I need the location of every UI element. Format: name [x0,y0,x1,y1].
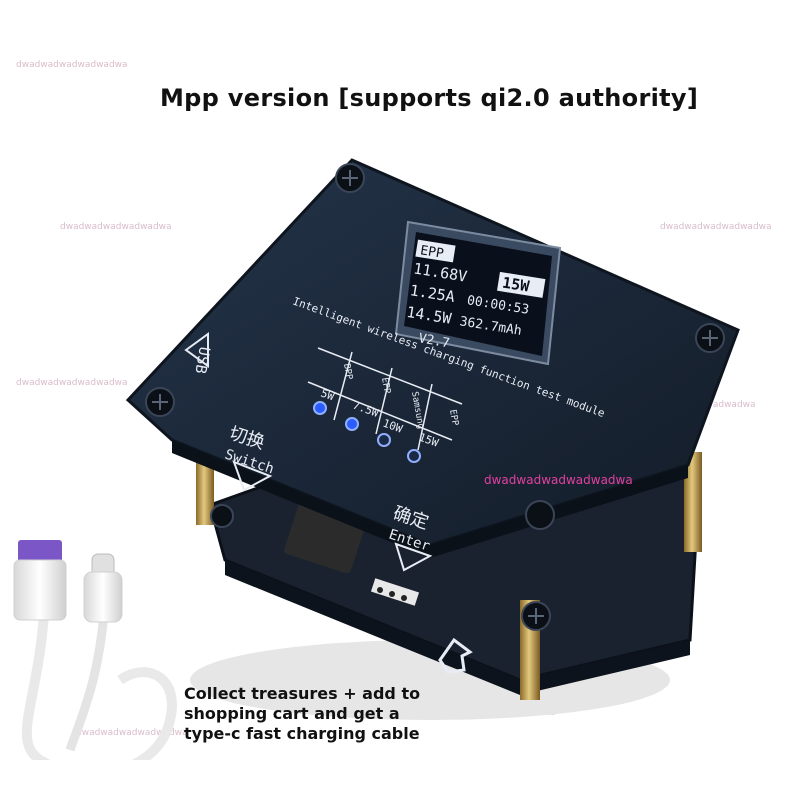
usb-c-connector [83,571,123,623]
headline-text: Mpp version [supports qi2.0 authority] [160,84,699,112]
lcd-mode-highlight [415,239,456,263]
status-led [377,433,391,447]
usb-arrow-icon [184,332,209,368]
lcd-screen [404,232,552,356]
watermark-text: dwadwadwadwadwadwa [60,222,172,232]
status-led [407,449,421,463]
pin-hole [401,595,407,601]
watermark-text: dwadwadwadwadwadwa [660,222,772,232]
mounting-screw [525,500,555,530]
watermark-text: dwadwadwadwadwadwa [16,378,128,388]
switch-arrow-icon [232,460,273,492]
cable-loop [65,599,110,752]
top-board-edge [172,440,688,558]
pin-header [370,578,420,606]
pin-hole [377,587,383,593]
status-led [313,401,327,415]
protocol-label-3: EPP [447,409,460,427]
lcd-mode: EPP [419,243,445,262]
protocol-label-1: EPP [379,377,392,395]
usb-a-connector [13,559,67,621]
power-table-grid [307,347,463,451]
power-level-0: 5W [319,387,336,404]
watermark-text: dwadwadwadwadwadwa [16,60,128,70]
promo-line: Collect treasures + add to [184,684,421,703]
lcd-rated-highlight [497,271,546,298]
bottom-white-band [0,760,800,800]
screw-cross [528,608,544,624]
protocol-label-0: BPP [341,363,354,381]
screw-cross [702,330,718,346]
lcd-rated: 15W [501,274,532,296]
mounting-screw [210,504,234,528]
watermark-text-pink: dwadwadwadwadwadwa [484,473,633,487]
status-led [345,417,359,431]
watermark-text: dwadwadwadwadwadwa [76,728,188,738]
promo-text: Collect treasures + add to shopping cart… [184,684,444,744]
brass-standoff [684,452,702,552]
lower-board-edge [225,560,690,695]
enter-arrow-icon [394,542,433,572]
promo-line: type-c fast charging cable [184,724,420,743]
top-white-band [0,0,800,40]
board-version-label: V2.7 [417,331,450,351]
pin-hole [389,591,395,597]
screw-cross [152,394,168,410]
home-arrow-icon [438,637,473,674]
screw-cross [342,170,358,186]
promo-line: shopping cart and get a [184,704,400,723]
